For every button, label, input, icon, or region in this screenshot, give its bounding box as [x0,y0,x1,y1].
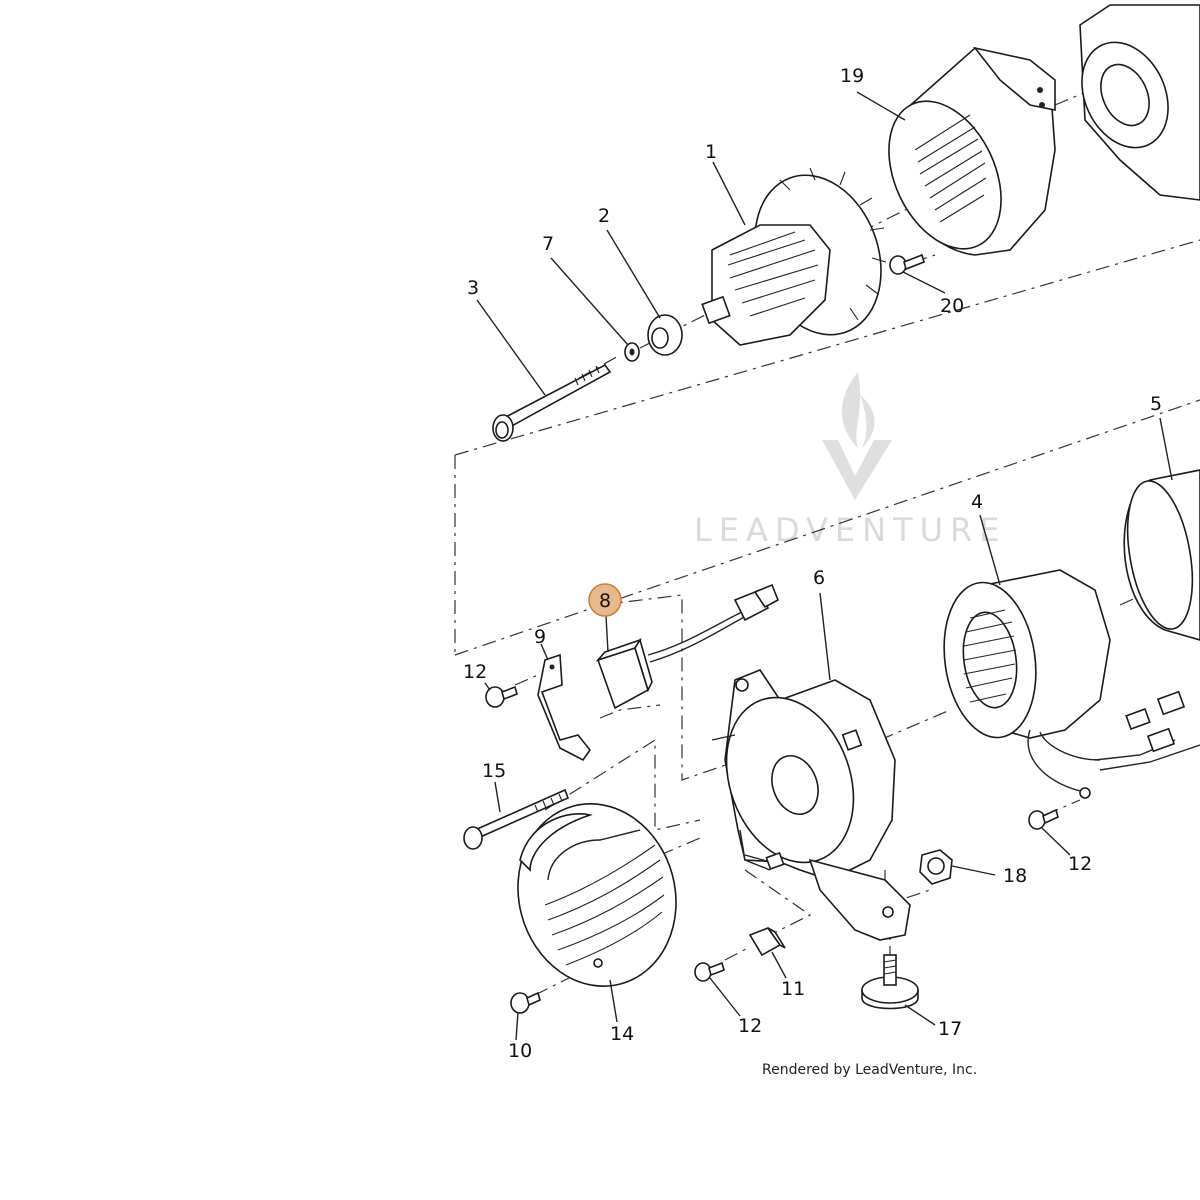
part-10-screw [510,991,541,1014]
label-6[interactable]: 6 [813,567,825,589]
engine-case-partial [1079,4,1200,201]
label-10[interactable]: 10 [508,1040,532,1062]
render-credit: Rendered by LeadVenture, Inc. [762,1062,977,1078]
part-12-screw-right [1028,808,1059,830]
label-7[interactable]: 7 [542,233,554,255]
part-3-through-bolt [492,363,612,442]
label-3[interactable]: 3 [467,277,479,299]
label-4[interactable]: 4 [971,491,983,513]
part-12-screw-bottom [694,961,725,982]
watermark-text: LEADVENTURE [694,511,1006,549]
part-14-end-cover [517,803,677,987]
part-19-rear-housing [888,46,1056,256]
label-12-bottom[interactable]: 12 [738,1015,762,1037]
label-9[interactable]: 9 [534,626,546,648]
part-17-rubber-foot [861,954,919,1010]
part-9-bracket [537,653,591,762]
leader-lines [476,91,1173,1041]
highlight-marker [588,583,622,617]
part-12-screw-left [485,685,518,708]
part-8-brush-holder [595,583,780,710]
label-15[interactable]: 15 [482,760,506,782]
part-1-rotor [701,167,887,346]
label-11[interactable]: 11 [781,978,805,1000]
part-11-diode [748,927,786,957]
label-1[interactable]: 1 [705,141,717,163]
label-19[interactable]: 19 [840,65,864,87]
label-12-right[interactable]: 12 [1068,853,1092,875]
part-18-nut [919,849,953,885]
label-8[interactable]: 8 [599,590,611,612]
label-20[interactable]: 20 [940,295,964,317]
part-5-stator-band [1123,469,1200,641]
part-20-bolt [889,253,925,275]
label-17[interactable]: 17 [938,1018,962,1040]
label-5[interactable]: 5 [1150,393,1162,415]
watermark-v-icon [822,440,892,500]
part-7-washer [624,342,640,362]
part-6-front-housing [711,669,911,941]
part-2-bearing [647,314,683,356]
leadventure-watermark: LEADVENTURE [694,372,1006,549]
label-2[interactable]: 2 [598,205,610,227]
label-14[interactable]: 14 [610,1023,634,1045]
label-12-left[interactable]: 12 [463,661,487,683]
assembly-axis-lines [454,81,1200,996]
part-4-stator [943,569,1200,799]
watermark-flame-icon [841,372,875,448]
callout-labels: 19 1 2 7 3 20 5 4 6 8 9 12 15 18 12 11 1… [463,65,1162,1062]
part-15-long-bolt [463,788,570,850]
label-18[interactable]: 18 [1003,865,1027,887]
